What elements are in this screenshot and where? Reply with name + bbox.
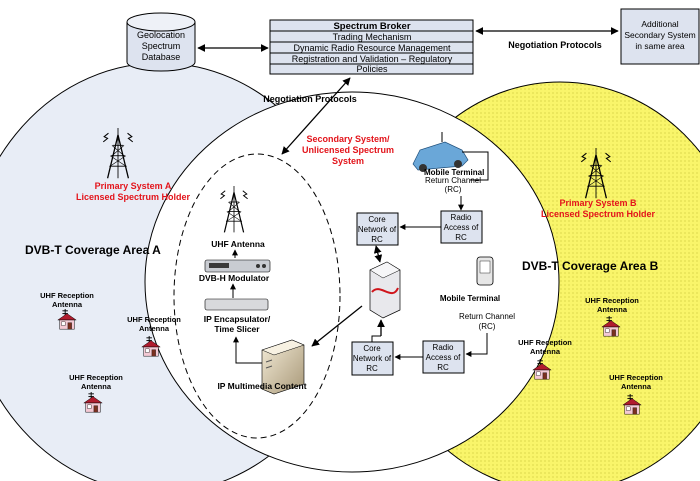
additional-secondary-system: Additional Secondary System in same area <box>620 8 700 65</box>
core-network-box-bottom: Core Network of RC <box>351 341 394 376</box>
core-network-bottom-line3: RC <box>366 364 378 373</box>
core-network-top-line2: Network of <box>358 225 397 234</box>
phone-terminal-icon <box>476 256 494 286</box>
uhf-reception-b2: UHF Reception Antenna <box>518 338 572 380</box>
mobile-terminal-bottom: Mobile Terminal <box>440 294 500 303</box>
secondary-system-line3: System <box>332 156 364 166</box>
radio-access-bottom-line2: Access of <box>426 353 461 362</box>
core-network-box-top: Core Network of RC <box>356 212 399 246</box>
additional-line3: in same area <box>635 41 684 51</box>
geolocation-line2: Spectrum <box>142 41 181 51</box>
car-terminal-icon <box>412 132 469 172</box>
uhf-antenna-label: UHF Antenna <box>211 239 265 249</box>
radio-access-box-top: Radio Access of RC <box>440 210 483 244</box>
broker-title: Spectrum Broker <box>333 21 410 32</box>
primary-a-line2: Licensed Spectrum Holder <box>76 192 191 202</box>
radio-access-bottom-line3: RC <box>437 363 449 372</box>
primary-b-line1: Primary System B <box>559 198 637 208</box>
uhf-reception-a3: UHF Reception Antenna <box>69 373 123 413</box>
radio-access-top-line2: Access of <box>444 223 479 232</box>
arrow-phone-radio-access <box>465 333 488 357</box>
uhf-reception-label: Antenna <box>139 324 170 333</box>
uhf-reception-label: Antenna <box>621 382 652 391</box>
coverage-b-label: DVB-T Coverage Area B <box>522 259 659 273</box>
ip-encapsulator-line2: Time Slicer <box>214 324 260 334</box>
arrow-car-radio-access <box>462 151 489 181</box>
uhf-reception-label: UHF Reception <box>127 315 181 324</box>
uhf-reception-label: Antenna <box>81 382 112 391</box>
dvbh-dashed-area <box>173 153 341 439</box>
return-channel-top-line2: (RC) <box>445 185 462 194</box>
core-network-bottom-line1: Core <box>363 344 381 353</box>
primary-b-line2: Licensed Spectrum Holder <box>541 209 656 219</box>
uhf-reception-label: UHF Reception <box>585 296 639 305</box>
return-channel-top-line1: Return Channel <box>425 176 481 185</box>
uhf-reception-a2: UHF Reception Antenna <box>127 315 181 357</box>
additional-line1: Additional <box>641 19 678 29</box>
secondary-system-area <box>144 91 560 473</box>
core-network-top-line1: Core <box>368 215 386 224</box>
arrow-core-router-top <box>373 245 383 263</box>
secondary-system-line1: Secondary System/ <box>306 134 390 144</box>
return-channel-bottom-line1: Return Channel <box>459 312 515 321</box>
return-channel-bottom-line2: (RC) <box>479 322 496 331</box>
radio-access-box-bottom: Radio Access of RC <box>422 340 465 374</box>
geolocation-line1: Geolocation <box>137 30 185 40</box>
broker-row-trading: Trading Mechanism <box>333 32 412 42</box>
core-network-top-line3: RC <box>371 235 383 244</box>
spectrum-broker: Spectrum Broker Trading Mechanism Dynami… <box>269 19 474 75</box>
radio-access-bottom-line1: Radio <box>433 343 454 352</box>
uhf-reception-label: Antenna <box>530 347 561 356</box>
ip-multimedia-label: IP Multimedia Content <box>217 381 306 391</box>
geolocation-database: Geolocation Spectrum Database <box>126 12 196 72</box>
uhf-reception-b1: UHF Reception Antenna <box>585 296 639 337</box>
arrow-router-server <box>311 305 363 347</box>
arrow-broker-secondary <box>281 77 351 155</box>
broker-row-registration: Registration and Validation – Regulatory <box>292 54 453 64</box>
arrow-core-bottom-router <box>371 335 381 342</box>
uhf-reception-b3: UHF Reception Antenna <box>609 373 663 415</box>
dvbh-modulator-device-icon <box>204 259 271 273</box>
secondary-system-line2: Unlicensed Spectrum <box>302 145 394 155</box>
uhf-reception-a1: UHF Reception Antenna <box>40 291 94 330</box>
mobile-terminal-top: Mobile Terminal <box>424 168 484 177</box>
uhf-reception-label: UHF Reception <box>40 291 94 300</box>
negotiation-protocols-mid: Negotiation Protocols <box>263 94 357 104</box>
core-network-bottom-line2: Network of <box>353 354 392 363</box>
radio-access-top-line1: Radio <box>451 213 472 222</box>
additional-line2: Secondary System <box>624 30 695 40</box>
uhf-reception-label: Antenna <box>52 300 83 309</box>
broker-row-policies: Policies <box>356 64 388 74</box>
uhf-reception-label: UHF Reception <box>518 338 572 347</box>
dvbh-modulator-label: DVB-H Modulator <box>199 273 270 283</box>
geolocation-line3: Database <box>142 52 181 62</box>
negotiation-protocols-top: Negotiation Protocols <box>508 40 602 50</box>
broker-row-drrm: Dynamic Radio Resource Management <box>293 43 451 53</box>
uhf-reception-label: UHF Reception <box>609 373 663 382</box>
arrow-content-encapsulator <box>233 336 262 364</box>
router-icon <box>369 261 401 319</box>
server-icon <box>261 339 305 395</box>
ip-encapsulator-line1: IP Encapsulator/ <box>204 314 271 324</box>
ip-encapsulator-device-icon <box>204 298 269 311</box>
uhf-reception-label: Antenna <box>597 305 628 314</box>
coverage-a-label: DVB-T Coverage Area A <box>25 243 161 257</box>
primary-a-line1: Primary System A <box>95 181 172 191</box>
uhf-reception-label: UHF Reception <box>69 373 123 382</box>
radio-access-top-line3: RC <box>455 233 467 242</box>
